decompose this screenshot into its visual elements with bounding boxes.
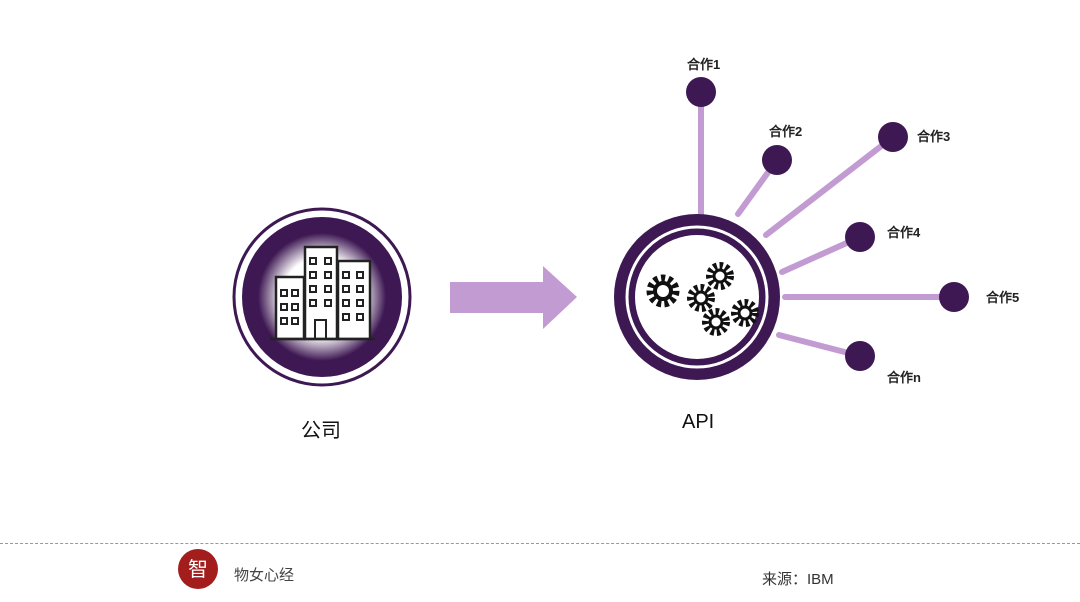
partner-label-4: 合作4 xyxy=(887,225,921,240)
company-label: 公司 xyxy=(301,420,341,442)
partner-label-n: 合作n xyxy=(887,370,921,385)
brand-name: 物女心经 xyxy=(234,567,295,584)
arrow-right-icon xyxy=(450,266,577,329)
api-node xyxy=(614,214,780,380)
partner-dot-n xyxy=(845,341,875,371)
partner-label-5: 合作5 xyxy=(986,290,1020,305)
api-label: API xyxy=(682,411,715,433)
brand-logo: 智 xyxy=(178,549,218,589)
brand-logo-text: 智 xyxy=(188,557,208,581)
partner-dot-5 xyxy=(939,282,969,312)
partner-dot-1 xyxy=(686,77,716,107)
company-node xyxy=(232,207,412,387)
partner-label-2: 合作2 xyxy=(769,124,803,139)
source-credit: 来源：IBM xyxy=(762,571,834,588)
building-icon xyxy=(270,245,375,341)
partner-label-3: 合作3 xyxy=(917,129,951,144)
partner-label-1: 合作1 xyxy=(687,57,721,72)
partner-dot-4 xyxy=(845,222,875,252)
partner-dot-2 xyxy=(762,145,792,175)
gears-icon xyxy=(646,262,759,336)
partner-dots xyxy=(686,77,969,371)
footer-divider xyxy=(0,543,1080,544)
partner-dot-3 xyxy=(878,122,908,152)
